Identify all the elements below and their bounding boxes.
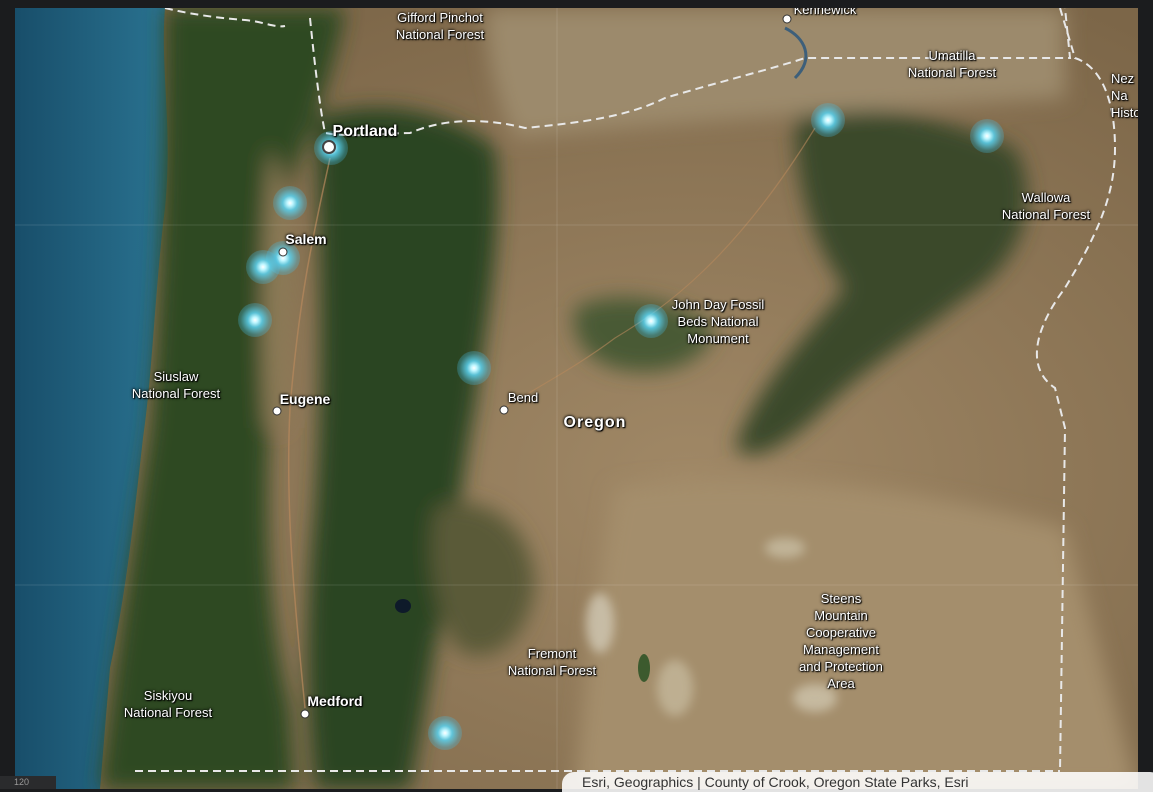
label-siuslaw: Siuslaw National Forest [131,369,221,401]
label-john-day: John Day Fossil Beds National Monument [671,297,765,346]
top-frame [0,0,1153,8]
attribution-bar[interactable]: Esri, Geographics | County of Crook, Ore… [562,772,1153,792]
data-point[interactable] [634,304,668,338]
label-gifford-pinchot: Gifford Pinchot National Forest [395,10,485,42]
label-umatilla: Umatilla National Forest [907,48,997,80]
label-nez-perce: Nez Na Histor [1111,71,1138,120]
label-eugene: Eugene [279,391,331,407]
data-point[interactable] [428,716,462,750]
label-steens: Steens Mountain Cooperative Management a… [799,591,883,691]
salem-marker [278,247,288,257]
map-view[interactable]: Gifford Pinchot National Forest Kennewic… [15,8,1138,789]
data-point[interactable] [273,186,307,220]
eugene-marker [272,406,282,416]
label-medford: Medford [307,693,363,709]
data-point[interactable] [457,351,491,385]
label-fremont: Fremont National Forest [507,646,597,678]
data-point[interactable] [811,103,845,137]
portland-marker [322,140,336,154]
label-wallowa: Wallowa National Forest [1001,190,1091,222]
data-point[interactable] [970,119,1004,153]
data-point[interactable] [238,303,272,337]
bend-marker [499,405,509,415]
right-frame [1138,0,1153,789]
label-bend: Bend [507,390,539,405]
scale-corner: 120 [0,776,56,789]
label-kennewick: Kennewick [793,8,857,17]
label-siskiyou: Siskiyou National Forest [123,688,213,720]
kennewick-marker [782,14,792,24]
label-portland: Portland [332,123,398,140]
medford-marker [300,709,310,719]
satellite-basemap [15,8,1138,789]
label-salem: Salem [285,231,327,247]
data-point[interactable] [246,250,280,284]
label-oregon: Oregon [563,414,627,431]
